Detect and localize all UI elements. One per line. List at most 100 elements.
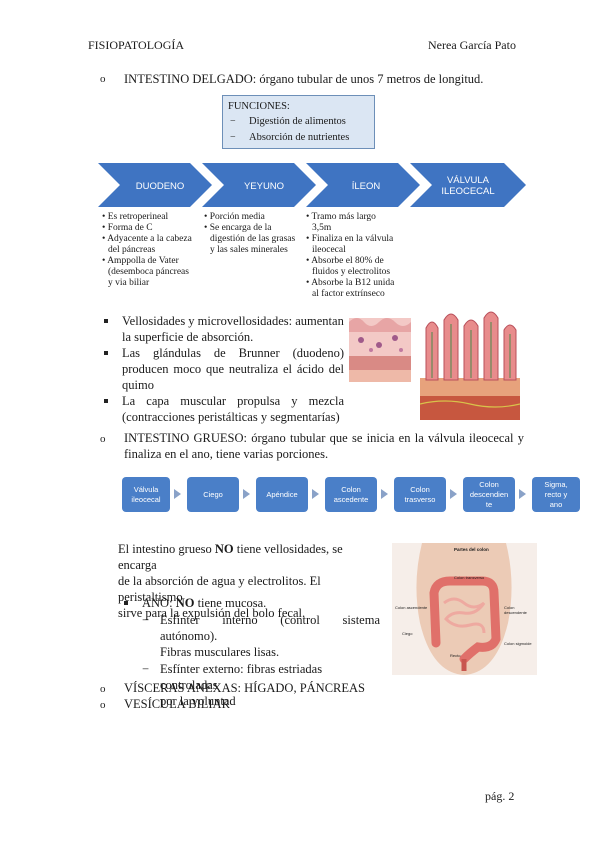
ano-section: ANO: NO tiene mucosa. − Esfínter interno…: [124, 595, 380, 709]
note-line: • Es retroperineal: [102, 212, 202, 223]
ano-label: ANO:: [142, 596, 176, 610]
list-item-line: (contracciones peristálticas y segmentar…: [122, 410, 340, 424]
process-step-ciego: Ciego: [187, 477, 239, 512]
list-bullet: o: [100, 699, 106, 711]
note-text: Tramo más largo: [311, 212, 376, 222]
note-text: Es retroperineal: [107, 212, 169, 222]
note-text: Finaliza en la válvula: [311, 234, 394, 244]
section-text: : órgano tubular que se inicia en la vál…: [243, 431, 524, 445]
section-visceras: VÍSCERAS ANEXAS: HÍGADO, PÁNCREAS: [124, 681, 366, 695]
chevron-ileon: [306, 163, 420, 207]
note-line: • Absorbe la B12 unida: [306, 278, 416, 289]
note-line: • Forma de C: [102, 223, 202, 234]
chevron-process: DUODENO YEYUNO ÍLEON VÁLVULA ILEOCECAL: [98, 163, 526, 207]
functions-box: FUNCIONES: − Digestión de alimentos − Ab…: [222, 95, 375, 149]
arrow-icon: [243, 489, 250, 499]
note-bullet: •: [306, 234, 310, 244]
list-item-line: La capa muscular propulsa y mezcla: [122, 394, 344, 408]
note-bullet: •: [204, 223, 208, 233]
note-text: Absorbe la B12 unida: [311, 278, 395, 288]
colon-illustration: [416, 543, 512, 675]
note-bullet: •: [102, 212, 106, 222]
note-bullet: •: [102, 223, 106, 233]
list-item-line: producen moco que neutraliza el ácido de…: [122, 362, 344, 376]
chevron-label: ILEOCECAL: [441, 186, 494, 197]
note-line: • Finaliza en la válvula: [306, 234, 416, 245]
note-line: (desemboca páncreas: [108, 267, 189, 277]
square-bullet: [124, 601, 128, 605]
duodeno-notes: • Es retroperineal • Forma de C • Adyace…: [102, 212, 202, 289]
functions-title: FUNCIONES:: [228, 101, 290, 112]
section-text: finaliza en el ano, tiene varias porcion…: [124, 447, 329, 461]
figure-label: Colon transverso: [454, 575, 485, 580]
note-text: Forma de C: [107, 223, 153, 233]
figure-label: Colon sigmoide: [504, 641, 532, 646]
section-vesicula: VESÍCULA BILIAR: [124, 697, 230, 711]
chevron-yeyuno: [202, 163, 316, 207]
arrow-icon: [519, 489, 526, 499]
list-item-line: Vellosidades y microvellosidades: aument…: [122, 314, 344, 328]
yeyuno-notes: • Porción media • Se encarga de la diges…: [204, 212, 308, 256]
note-bullet: •: [306, 256, 310, 266]
intestinal-wall-image: [349, 318, 411, 382]
figure-label: Colon ascendente: [395, 605, 428, 610]
section-heading: INTESTINO GRUESO: [124, 431, 244, 445]
list-item-line: Esfínter interno (control sistema autóno…: [160, 613, 380, 643]
list-item: − Esfínter externo: fibras estriadas con…: [124, 661, 380, 709]
section-text: : órgano tubular de unos 7 metros de lon…: [252, 72, 484, 86]
list-item: − Esfínter interno (control sistema autó…: [124, 612, 380, 660]
dash-bullet: −: [142, 613, 150, 627]
list-item-line: Las glándulas de Brunner (duodeno): [122, 346, 344, 360]
arrow-icon: [381, 489, 388, 499]
paragraph-text: de la absorción de agua y electrolitos. …: [118, 574, 321, 604]
ileon-notes: • Tramo más largo 3,5m • Finaliza en la …: [306, 212, 416, 300]
note-bullet: •: [306, 212, 310, 222]
list-item: Vellosidades y microvellosidades: aument…: [104, 313, 344, 345]
header-left: FISIOPATOLOGÍA: [88, 38, 185, 52]
colon-figure: Partes del colon Colon transverso Colon …: [392, 543, 537, 675]
note-line: • Adyacente a la cabeza: [102, 234, 202, 245]
figure-label: Ciego: [402, 631, 413, 636]
list-item-line: quimo: [122, 378, 154, 392]
list-item-line: Esfínter externo: fibras estriadas contr…: [160, 662, 323, 692]
function-item: Absorción de nutrientes: [249, 132, 350, 143]
header-right: Nerea García Pato: [428, 38, 516, 52]
paragraph-text: sirve para la expulsión del bolo fecal.: [118, 606, 306, 620]
square-bullet: [104, 399, 108, 403]
note-line: y las sales minerales: [210, 245, 288, 255]
list-item-line: Fibras musculares lisas.: [160, 645, 280, 659]
grueso-paragraph: El intestino grueso NO tiene vellosidade…: [118, 541, 380, 621]
note-line: • Absorbe el 80% de: [306, 256, 416, 267]
list-item-line: la superficie de absorción.: [122, 330, 254, 344]
note-line: al factor extrínseco: [312, 289, 385, 299]
note-line: del páncreas: [108, 245, 156, 255]
villi-image: [420, 311, 520, 420]
chevron-label: YEYUNO: [244, 181, 284, 192]
square-bullet: [104, 351, 108, 355]
list-bullet: o: [100, 683, 106, 695]
page-number: pág. 2: [485, 789, 515, 803]
figure-label: Recto: [450, 653, 461, 658]
note-text: Absorbe el 80% de: [311, 256, 384, 266]
chevron-label: VÁLVULA: [447, 175, 490, 186]
paragraph-text: El intestino grueso: [118, 542, 215, 556]
note-text: Se encarga de la: [209, 223, 272, 233]
note-text: Amppolla de Vater: [107, 256, 179, 266]
chevron-label: DUODENO: [136, 181, 185, 192]
note-text: Porción media: [209, 212, 265, 222]
note-line: • Amppolla de Vater: [102, 256, 202, 267]
list-item: La capa muscular propulsa y mezcla (cont…: [104, 393, 344, 425]
note-line: ileocecal: [312, 245, 346, 255]
note-line: fluidos y electrolitos: [312, 267, 391, 277]
villi-list: Vellosidades y microvellosidades: aument…: [104, 313, 344, 425]
note-bullet: •: [204, 212, 208, 222]
figure-label: Colon descendente: [504, 605, 527, 615]
note-bullet: •: [102, 234, 106, 244]
dash-bullet: −: [142, 662, 150, 676]
chevron-valvula: [410, 163, 526, 207]
square-bullet: [104, 319, 108, 323]
